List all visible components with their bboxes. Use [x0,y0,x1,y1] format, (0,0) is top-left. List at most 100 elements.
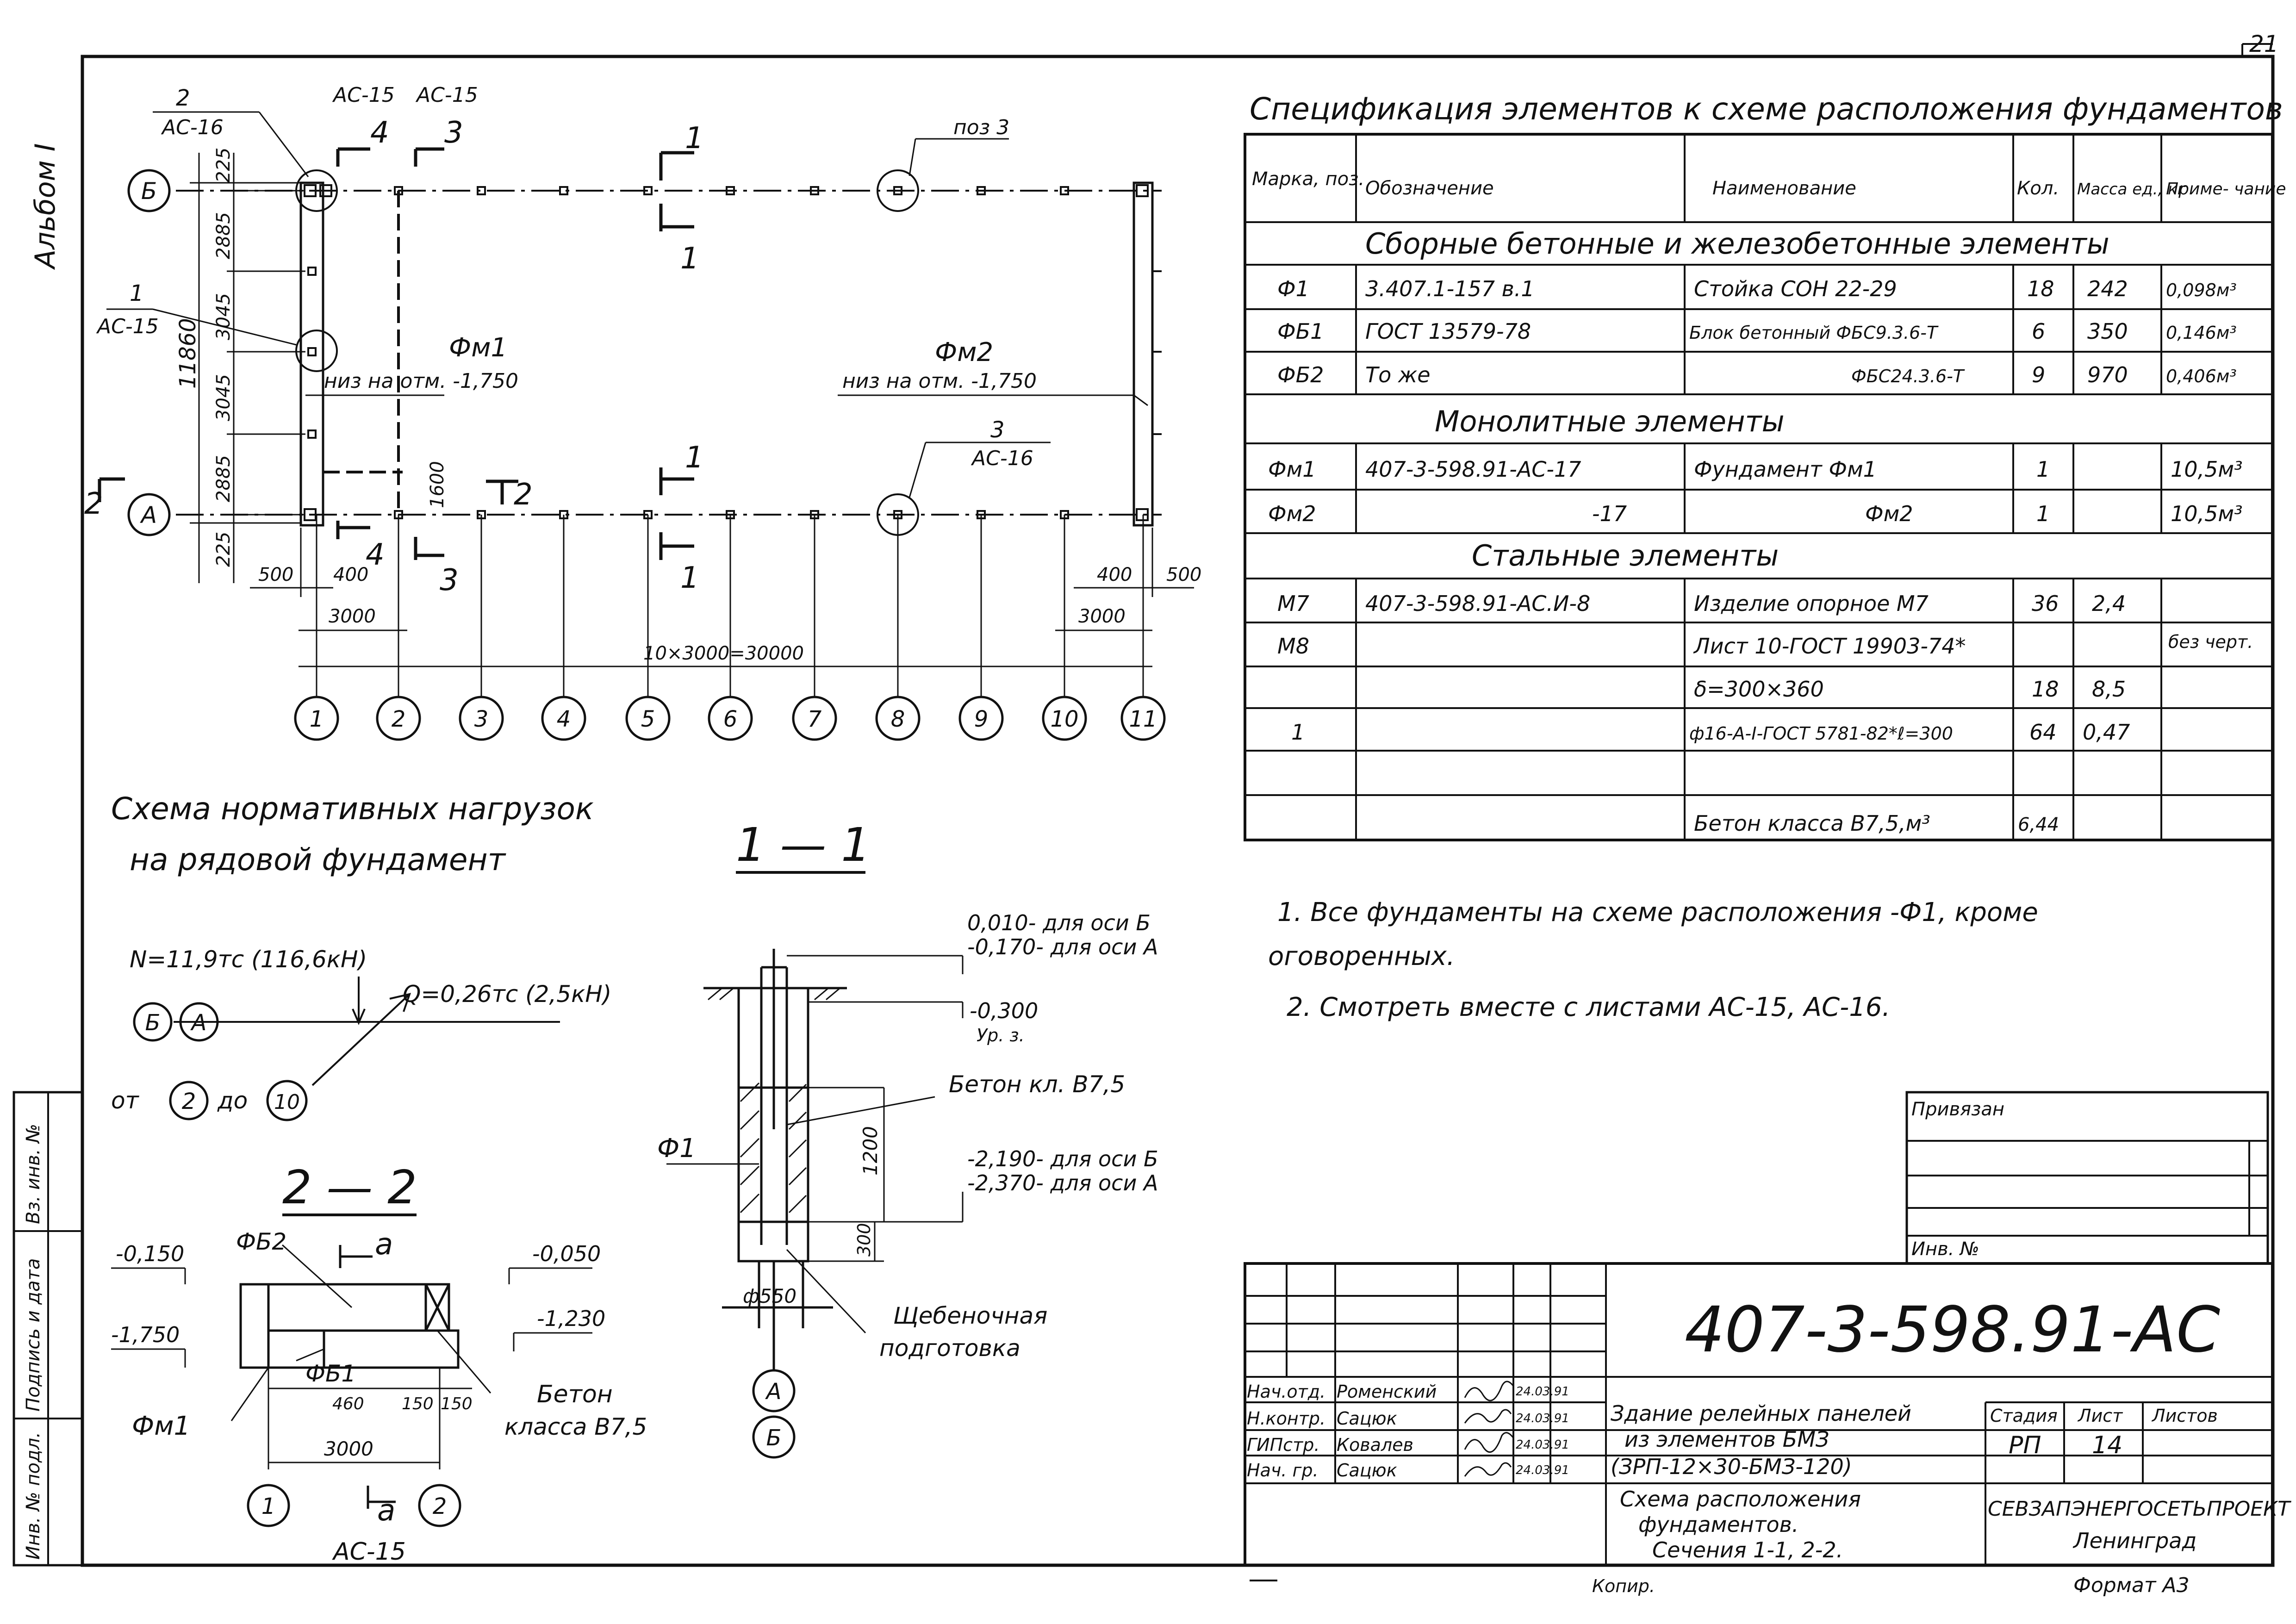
spec-r5-qty: 1 [2036,501,2050,526]
spec-r4-name: Фундамент Фм1 [1694,457,1877,482]
s22-lvl-1750: -1,750 [111,1322,180,1347]
copied-label: Копир. [1592,1576,1655,1596]
date-3: 24.03.91 [1516,1438,1569,1452]
dim-total-30000: 10×3000=30000 [643,643,804,664]
spec-r5-note: 10,5м³ [2171,501,2243,526]
reference-block [1905,1091,2269,1265]
s11-d550: ф550 [743,1285,796,1307]
section-mark-2-right: 2 [514,478,533,512]
callout-1: 1 [130,280,144,306]
spec-r7-mark: М8 [1277,634,1309,659]
axis-bubble-2 [376,696,421,741]
axis-label-1: 1 [310,706,324,732]
dim-225-top: 225 [213,148,234,183]
top-ac15-b: АС-15 [415,83,478,107]
s22-axis-2: 2 [433,1493,447,1519]
role-3: ГИПстр. [1247,1435,1319,1455]
s11-f1: Ф1 [657,1133,696,1164]
general-notes: 1. Все фундаменты на схеме расположения … [1268,897,2038,1022]
dim-500-right: 500 [1166,564,1201,585]
axis-label-6: 6 [723,706,738,732]
s22-sheet: АС-15 [332,1538,406,1566]
axis-label-b: Б [141,178,157,205]
format-label: Формат А3 [2073,1574,2190,1597]
spec-r3-mark: ФБ2 [1277,362,1324,387]
spec-r5-mark: Фм2 [1268,501,1316,526]
stage-header: Стадия [1990,1406,2058,1426]
section-mark-3-top: 3 [444,116,463,150]
spec-section-steel: Стальные элементы [1472,539,1779,572]
spec-r4-desig: 407-3-598.91-АС-17 [1365,457,1581,482]
load-to: до [217,1087,248,1114]
section-1-1: 1 — 1 [657,818,1158,1459]
axis-bubble-6 [708,696,753,741]
spec-r6-desig: 407-3-598.91-АС.И-8 [1365,591,1590,616]
dim-400-right: 400 [1097,564,1132,585]
s11-lvl3b: Ур. з. [977,1025,1025,1045]
callout-2: 2 [176,85,190,111]
stamp-inv-podl: Инв. № подл. [23,1432,44,1560]
top-ac15-a: АС-15 [332,83,395,107]
dim-3045-b: 3045 [213,374,234,421]
spec-r3-name: ФБС24.3.6-Т [1851,366,1965,386]
note-2: 2. Смотреть вместе с листами АС-15, АС-1… [1287,992,1890,1022]
spec-header-mass: Масса ед., кг [2077,180,2186,199]
dim-3000-right: 3000 [1078,606,1126,627]
s11-axis-a: А [765,1379,782,1405]
dim-2885-bot: 2885 [213,455,234,502]
spec-r9-mass: 0,47 [2083,720,2130,745]
s22-fb2: ФБ2 [236,1228,286,1255]
spec-r7-name: Лист 10-ГОСТ 19903-74* [1693,634,1966,659]
sheet-corner-number: 21 [2249,31,2279,57]
s22-fm1: Фм1 [132,1411,190,1441]
section-mark-1-bot: 1 [685,441,704,475]
foundation-fm1-strip [299,181,324,527]
section-mark-1-top: 1 [685,121,704,156]
axis-label-7: 7 [808,706,822,732]
spec-section-monolithic: Монолитные элементы [1435,404,1785,438]
section-11-title: 1 — 1 [736,818,871,872]
sheet-header: Лист [2077,1406,2123,1426]
axis-bubble-b [127,169,171,212]
s22-lvl-0150: -0,150 [116,1241,184,1266]
spec-r2-name: Блок бетонный ФБС9.3.6-Т [1689,323,1939,343]
spec-r2-mark: ФБ1 [1277,319,1324,344]
s11-gravel-1: Щебеночная [893,1302,1047,1329]
spec-header-name: Наименование [1712,178,1856,199]
spec-r8-mass: 8,5 [2092,677,2126,702]
axis-label-5: 5 [641,706,655,732]
callout-3-sheet: АС-16 [971,447,1033,470]
spec-r2-desig: ГОСТ 13579-78 [1365,319,1531,344]
fm2-note: низ на отм. -1,750 [842,369,1037,393]
privyazan-label: Привязан [1911,1099,2004,1120]
section-mark-4-bot: 4 [366,538,385,572]
spec-r3-qty: 9 [2032,362,2045,387]
axis-bubble-1 [294,696,339,741]
name-3: Ковалев [1337,1435,1413,1455]
spec-r8-name: δ=300×360 [1694,677,1824,702]
note-1: 1. Все фундаменты на схеме расположения … [1277,897,2038,927]
stamp-vz-inv: Вз. инв. № [23,1124,44,1224]
spec-header-qty: Кол. [2017,178,2059,199]
spec-r1-note: 0,098м³ [2166,280,2237,300]
section-mark-1-top2: 1 [680,242,699,276]
load-scheme-title-2: на рядовой фундамент [130,842,507,877]
dim-3045-a: 3045 [213,293,234,340]
load-from-axis: 2 [182,1089,196,1114]
axis-bubble-7 [792,696,837,741]
role-4: Нач. гр. [1247,1460,1319,1481]
posts [304,184,1162,521]
s22-lvl-0050: -0,050 [532,1241,601,1266]
load-axis-b: Б [145,1010,161,1036]
callout-3: 3 [990,417,1005,443]
name-2: Сацюк [1337,1408,1397,1429]
spec-r2-qty: 6 [2032,319,2045,344]
note-1-cont: оговоренных. [1268,941,1455,971]
s22-a-mark: а [375,1227,393,1262]
spec-r6-qty: 36 [2032,591,2059,616]
dim-225-bot: 225 [213,532,234,567]
fm1-note: низ на отм. -1,750 [324,369,518,393]
drawing-l1: Схема расположения [1620,1487,1861,1512]
load-axis-a: А [190,1010,207,1036]
axis-label-11: 11 [1129,706,1157,732]
